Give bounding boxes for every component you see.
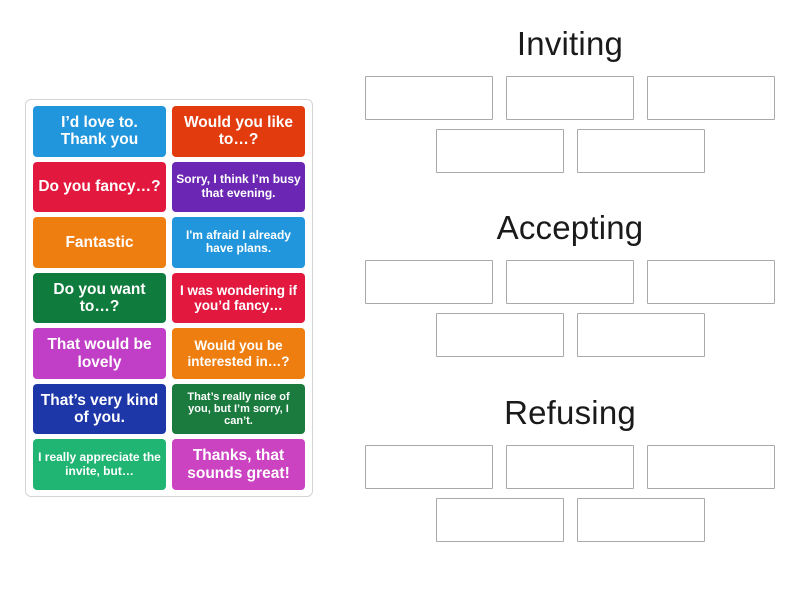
drop-slot[interactable] bbox=[435, 129, 564, 174]
sort-group-inviting: Inviting bbox=[340, 25, 800, 182]
slot-row bbox=[340, 76, 800, 121]
drop-slot[interactable] bbox=[647, 445, 775, 490]
phrase-tile[interactable]: I was wondering if you’d fancy… bbox=[172, 272, 305, 324]
drop-slot[interactable] bbox=[576, 313, 705, 358]
sort-group-refusing: Refusing bbox=[340, 394, 800, 551]
slot-row bbox=[340, 445, 800, 490]
phrase-tile[interactable]: That’s really nice of you, but I’m sorry… bbox=[172, 383, 305, 435]
slot-row bbox=[340, 498, 800, 543]
drop-slot[interactable] bbox=[365, 445, 493, 490]
phrase-tile[interactable]: Fantastic bbox=[33, 217, 166, 268]
phrase-tile[interactable]: Sorry, I think I’m busy that evening. bbox=[172, 161, 305, 213]
slot-row bbox=[340, 313, 800, 358]
phrase-tile[interactable]: I’d love to. Thank you bbox=[33, 106, 166, 157]
drop-slot[interactable] bbox=[647, 76, 775, 121]
drop-slot[interactable] bbox=[647, 260, 775, 305]
drop-slot[interactable] bbox=[506, 445, 634, 490]
drop-slot[interactable] bbox=[365, 260, 493, 305]
group-title-inviting: Inviting bbox=[516, 25, 624, 62]
phrase-tile[interactable]: Thanks, that sounds great! bbox=[172, 439, 305, 490]
sort-area: Inviting Accepting Refusing bbox=[340, 0, 800, 600]
drop-slot[interactable] bbox=[435, 313, 564, 358]
phrase-tile[interactable]: I really appreciate the invite, but… bbox=[33, 439, 166, 490]
drop-slot[interactable] bbox=[506, 76, 634, 121]
group-title-refusing: Refusing bbox=[504, 394, 636, 431]
phrase-tile[interactable]: I'm afraid I already have plans. bbox=[172, 217, 305, 268]
slot-row bbox=[340, 260, 800, 305]
drop-slot[interactable] bbox=[576, 129, 705, 174]
group-title-accepting: Accepting bbox=[496, 209, 644, 246]
drop-slot[interactable] bbox=[435, 498, 564, 543]
sort-group-accepting: Accepting bbox=[340, 209, 800, 366]
slot-row bbox=[340, 129, 800, 174]
drop-slot[interactable] bbox=[506, 260, 634, 305]
drop-slot[interactable] bbox=[365, 76, 493, 121]
phrase-tile[interactable]: That would be lovely bbox=[33, 328, 166, 379]
phrase-tile[interactable]: Would you like to…? bbox=[172, 106, 305, 157]
phrase-tile[interactable]: That’s very kind of you. bbox=[33, 383, 166, 435]
phrase-tile[interactable]: Do you want to…? bbox=[33, 272, 166, 324]
drop-slot[interactable] bbox=[576, 498, 705, 543]
phrase-tile[interactable]: Do you fancy…? bbox=[33, 161, 166, 213]
phrase-tile[interactable]: Would you be interested in…? bbox=[172, 328, 305, 379]
